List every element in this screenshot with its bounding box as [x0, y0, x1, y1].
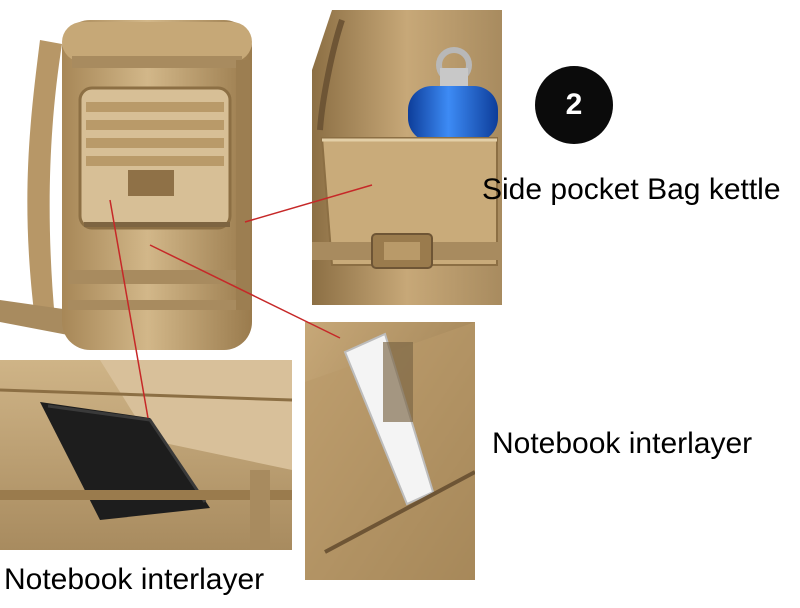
notebook-interlayer-caption-left: Notebook interlayer	[4, 563, 265, 596]
notebook-pocket-photo	[0, 360, 292, 550]
side-pocket-photo	[312, 10, 502, 305]
backpack-photo	[0, 20, 252, 350]
notebook-interlayer-caption-right: Notebook interlayer	[492, 427, 753, 460]
step-number: 2	[565, 88, 583, 121]
tablet-pocket-photo	[305, 322, 475, 580]
step-number-badge: 2	[535, 66, 613, 144]
side-pocket-caption: Side pocket Bag kettle	[482, 173, 781, 206]
